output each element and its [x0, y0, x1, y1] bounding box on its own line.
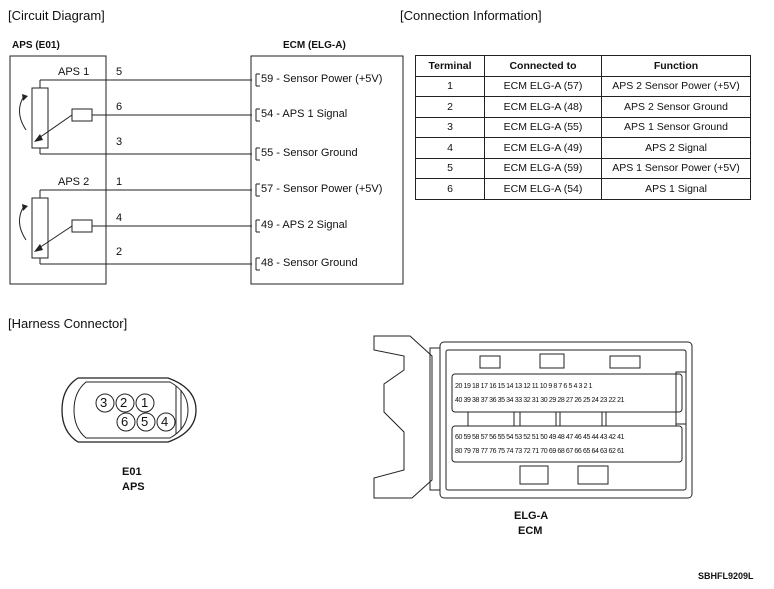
table-row: 6 ECM ELG-A (54) APS 1 Signal	[415, 178, 751, 200]
aps1-label: APS 1	[58, 66, 90, 78]
table-row: 1 ECM ELG-A (57) APS 2 Sensor Power (+5V…	[415, 75, 751, 97]
ecm-pin-row-2: 40 39 38 37 36 35 34 33 32 31 30 29 28 2…	[455, 397, 625, 404]
connected-to-cell: ECM ELG-A (48)	[484, 96, 602, 118]
function-cell: APS 2 Signal	[601, 137, 751, 159]
function-cell: APS 1 Signal	[601, 178, 751, 200]
ecm-pin-54: 54 - APS 1 Signal	[261, 108, 348, 120]
function-cell: APS 1 Sensor Power (+5V)	[601, 157, 751, 179]
e01-pin-5: 5	[141, 414, 149, 429]
connected-to-cell: ECM ELG-A (59)	[484, 157, 602, 179]
connected-to-cell: ECM ELG-A (55)	[484, 116, 602, 138]
aps-box-title: APS (E01)	[12, 40, 60, 51]
header-connected-to: Connected to	[484, 55, 602, 77]
ecm-pin-55: 55 - Sensor Ground	[261, 147, 358, 159]
header-function: Function	[601, 55, 751, 77]
figure-code: SBHFL9209L	[698, 571, 754, 581]
ecm-pin-row-3: 60 59 58 57 56 55 54 53 52 51 50 49 48 4…	[455, 434, 625, 441]
e01-pin-4: 4	[161, 414, 169, 429]
aps1-sensor	[19, 79, 252, 155]
e01-pin-3: 3	[100, 395, 108, 410]
ecm-connector-sub-label: ECM	[518, 525, 543, 537]
e01-pin-6: 6	[121, 414, 129, 429]
aps-pin-4: 4	[116, 212, 123, 224]
connection-table: Terminal Connected to Function 1 ECM ELG…	[415, 55, 751, 200]
terminal-cell: 3	[415, 116, 485, 138]
terminal-cell: 5	[415, 157, 485, 179]
header-terminal: Terminal	[415, 55, 485, 77]
ecm-pin-48: 48 - Sensor Ground	[261, 257, 358, 269]
function-cell: APS 2 Sensor Ground	[601, 96, 751, 118]
e01-pin-1: 1	[141, 395, 149, 410]
connection-info-title: [Connection Information]	[400, 8, 542, 23]
ecm-pin-row-4: 80 79 78 77 76 75 74 73 72 71 70 69 68 6…	[455, 448, 625, 455]
connected-to-cell: ECM ELG-A (57)	[484, 75, 602, 97]
e01-label: E01	[122, 466, 142, 478]
terminal-cell: 4	[415, 137, 485, 159]
aps-pin-1: 1	[116, 176, 123, 188]
connected-to-cell: ECM ELG-A (54)	[484, 178, 602, 200]
harness-connector-title: [Harness Connector]	[8, 316, 128, 331]
ecm-pin-57: 57 - Sensor Power (+5V)	[261, 183, 383, 195]
connected-to-cell: ECM ELG-A (49)	[484, 137, 602, 159]
circuit-diagram-title: [Circuit Diagram]	[8, 8, 105, 23]
terminal-cell: 1	[415, 75, 485, 97]
ecm-connector-label: ELG-A	[514, 510, 549, 522]
ecm-pin-row-1: 20 19 18 17 16 15 14 13 12 11 10 9 8 7 6…	[455, 383, 593, 390]
table-row: 2 ECM ELG-A (48) APS 2 Sensor Ground	[415, 96, 751, 118]
e01-sub-label: APS	[122, 481, 145, 493]
ecm-pin-59: 59 - Sensor Power (+5V)	[261, 73, 383, 85]
function-cell: APS 2 Sensor Power (+5V)	[601, 75, 751, 97]
e01-connector	[61, 377, 197, 443]
terminal-cell: 6	[415, 178, 485, 200]
table-header-row: Terminal Connected to Function	[415, 55, 751, 77]
ecm-box-title: ECM (ELG-A)	[283, 40, 346, 51]
table-row: 3 ECM ELG-A (55) APS 1 Sensor Ground	[415, 116, 751, 138]
aps-pin-3: 3	[116, 136, 123, 148]
function-cell: APS 1 Sensor Ground	[601, 116, 751, 138]
aps2-sensor	[19, 189, 252, 265]
table-row: 5 ECM ELG-A (59) APS 1 Sensor Power (+5V…	[415, 157, 751, 179]
e01-pin-2: 2	[120, 395, 128, 410]
aps-pin-2: 2	[116, 246, 123, 258]
aps2-label: APS 2	[58, 176, 90, 188]
table-row: 4 ECM ELG-A (49) APS 2 Signal	[415, 137, 751, 159]
aps-pin-6: 6	[116, 101, 123, 113]
ecm-pin-49: 49 - APS 2 Signal	[261, 219, 348, 231]
aps-pin-5: 5	[116, 66, 123, 78]
terminal-cell: 2	[415, 96, 485, 118]
ecm-connector	[373, 335, 693, 499]
